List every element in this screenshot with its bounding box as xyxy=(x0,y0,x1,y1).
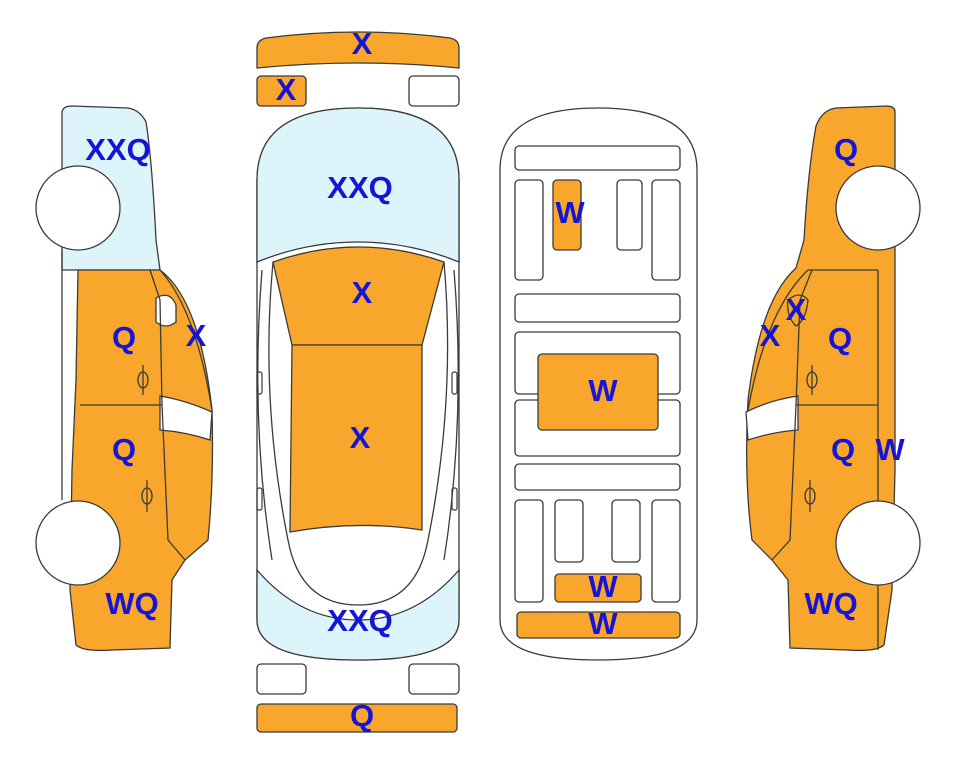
right-rear-side-label: W xyxy=(875,432,905,467)
left-glass-label: XXQ xyxy=(85,132,150,167)
floor-rear-end-panel[interactable] xyxy=(516,611,681,639)
floor-rear-member-panel[interactable] xyxy=(554,573,642,603)
left-front-door-handle[interactable] xyxy=(137,365,149,395)
hood-top-label: X xyxy=(352,275,373,310)
rear-glass-panel[interactable] xyxy=(256,568,460,661)
left-quarter-label: WQ xyxy=(105,586,158,621)
left-front-wheel xyxy=(35,165,121,251)
floor-rear-end-label: W xyxy=(588,606,618,641)
headlamp-left-panel[interactable] xyxy=(256,75,307,107)
right-rear-door-label: Q xyxy=(831,432,855,467)
front-bumper-label: X xyxy=(352,26,373,61)
floor-front-rail-left[interactable] xyxy=(514,179,544,281)
right-rear-wheel xyxy=(835,500,921,586)
roof-panel[interactable] xyxy=(289,344,423,533)
right-pillar-lower-label: X xyxy=(760,318,781,353)
right-rear-mark-top xyxy=(451,487,458,511)
right-front-door-handle[interactable] xyxy=(806,365,818,395)
floor-middle-label: W xyxy=(588,373,618,408)
headlamp-left-label: X xyxy=(276,72,297,107)
left-side-view: XXQ X Q Q WQ xyxy=(35,105,214,652)
floor-rear-inner-right[interactable] xyxy=(611,499,641,563)
rear-glass-label: XXQ xyxy=(327,603,392,638)
headlamp-right-panel[interactable] xyxy=(408,75,460,107)
floor-rear-member-label: W xyxy=(588,569,618,604)
left-mirror-top xyxy=(256,371,263,395)
top-view: X X XXQ X X XXQ Q xyxy=(256,26,460,733)
underbody-view: W W W W xyxy=(499,107,698,661)
hood-top-panel[interactable] xyxy=(272,246,445,346)
left-pillar-label: X xyxy=(186,318,207,353)
left-rear-door-label: Q xyxy=(112,432,136,467)
right-front-wheel xyxy=(835,165,921,251)
floor-front-crossmember[interactable] xyxy=(514,145,681,171)
floor-front-inner-right[interactable] xyxy=(616,179,643,251)
left-side-window-opening xyxy=(159,395,213,441)
right-rear-door-handle[interactable] xyxy=(804,480,816,512)
right-mirror-top xyxy=(451,371,458,395)
taillamp-left-panel[interactable] xyxy=(256,663,307,695)
left-rear-mark-top xyxy=(256,487,263,511)
right-quarter-label: WQ xyxy=(804,586,857,621)
taillamp-right-panel[interactable] xyxy=(408,663,460,695)
right-front-door-label: Q xyxy=(828,321,852,356)
front-bumper-panel[interactable] xyxy=(256,31,460,69)
floor-front-label: W xyxy=(555,195,585,230)
left-rear-wheel xyxy=(35,500,121,586)
right-side-view: Q X X Q Q W WQ xyxy=(745,105,921,652)
windshield-label: XXQ xyxy=(327,170,392,205)
floor-dash-crossmember[interactable] xyxy=(514,293,681,323)
left-front-door-label: Q xyxy=(112,320,136,355)
right-side-window-opening xyxy=(745,395,799,441)
windshield-panel[interactable] xyxy=(256,107,460,263)
floor-middle-panel[interactable] xyxy=(537,353,659,431)
rear-bumper-label: Q xyxy=(350,698,374,733)
floor-rear-crossmember[interactable] xyxy=(514,463,681,491)
right-pillar-upper-label: X xyxy=(786,292,807,327)
floor-rear-rail-left[interactable] xyxy=(514,499,544,603)
left-rear-door-handle[interactable] xyxy=(141,480,153,512)
floor-front-rail-right[interactable] xyxy=(651,179,681,281)
floor-front-panel[interactable] xyxy=(552,179,582,251)
floor-rear-rail-right[interactable] xyxy=(651,499,681,603)
rear-bumper-panel[interactable] xyxy=(256,703,458,733)
right-front-fender-label: Q xyxy=(834,132,858,167)
floor-rear-inner-left[interactable] xyxy=(554,499,584,563)
left-side-mirror[interactable] xyxy=(155,294,177,327)
roof-label: X xyxy=(350,420,371,455)
